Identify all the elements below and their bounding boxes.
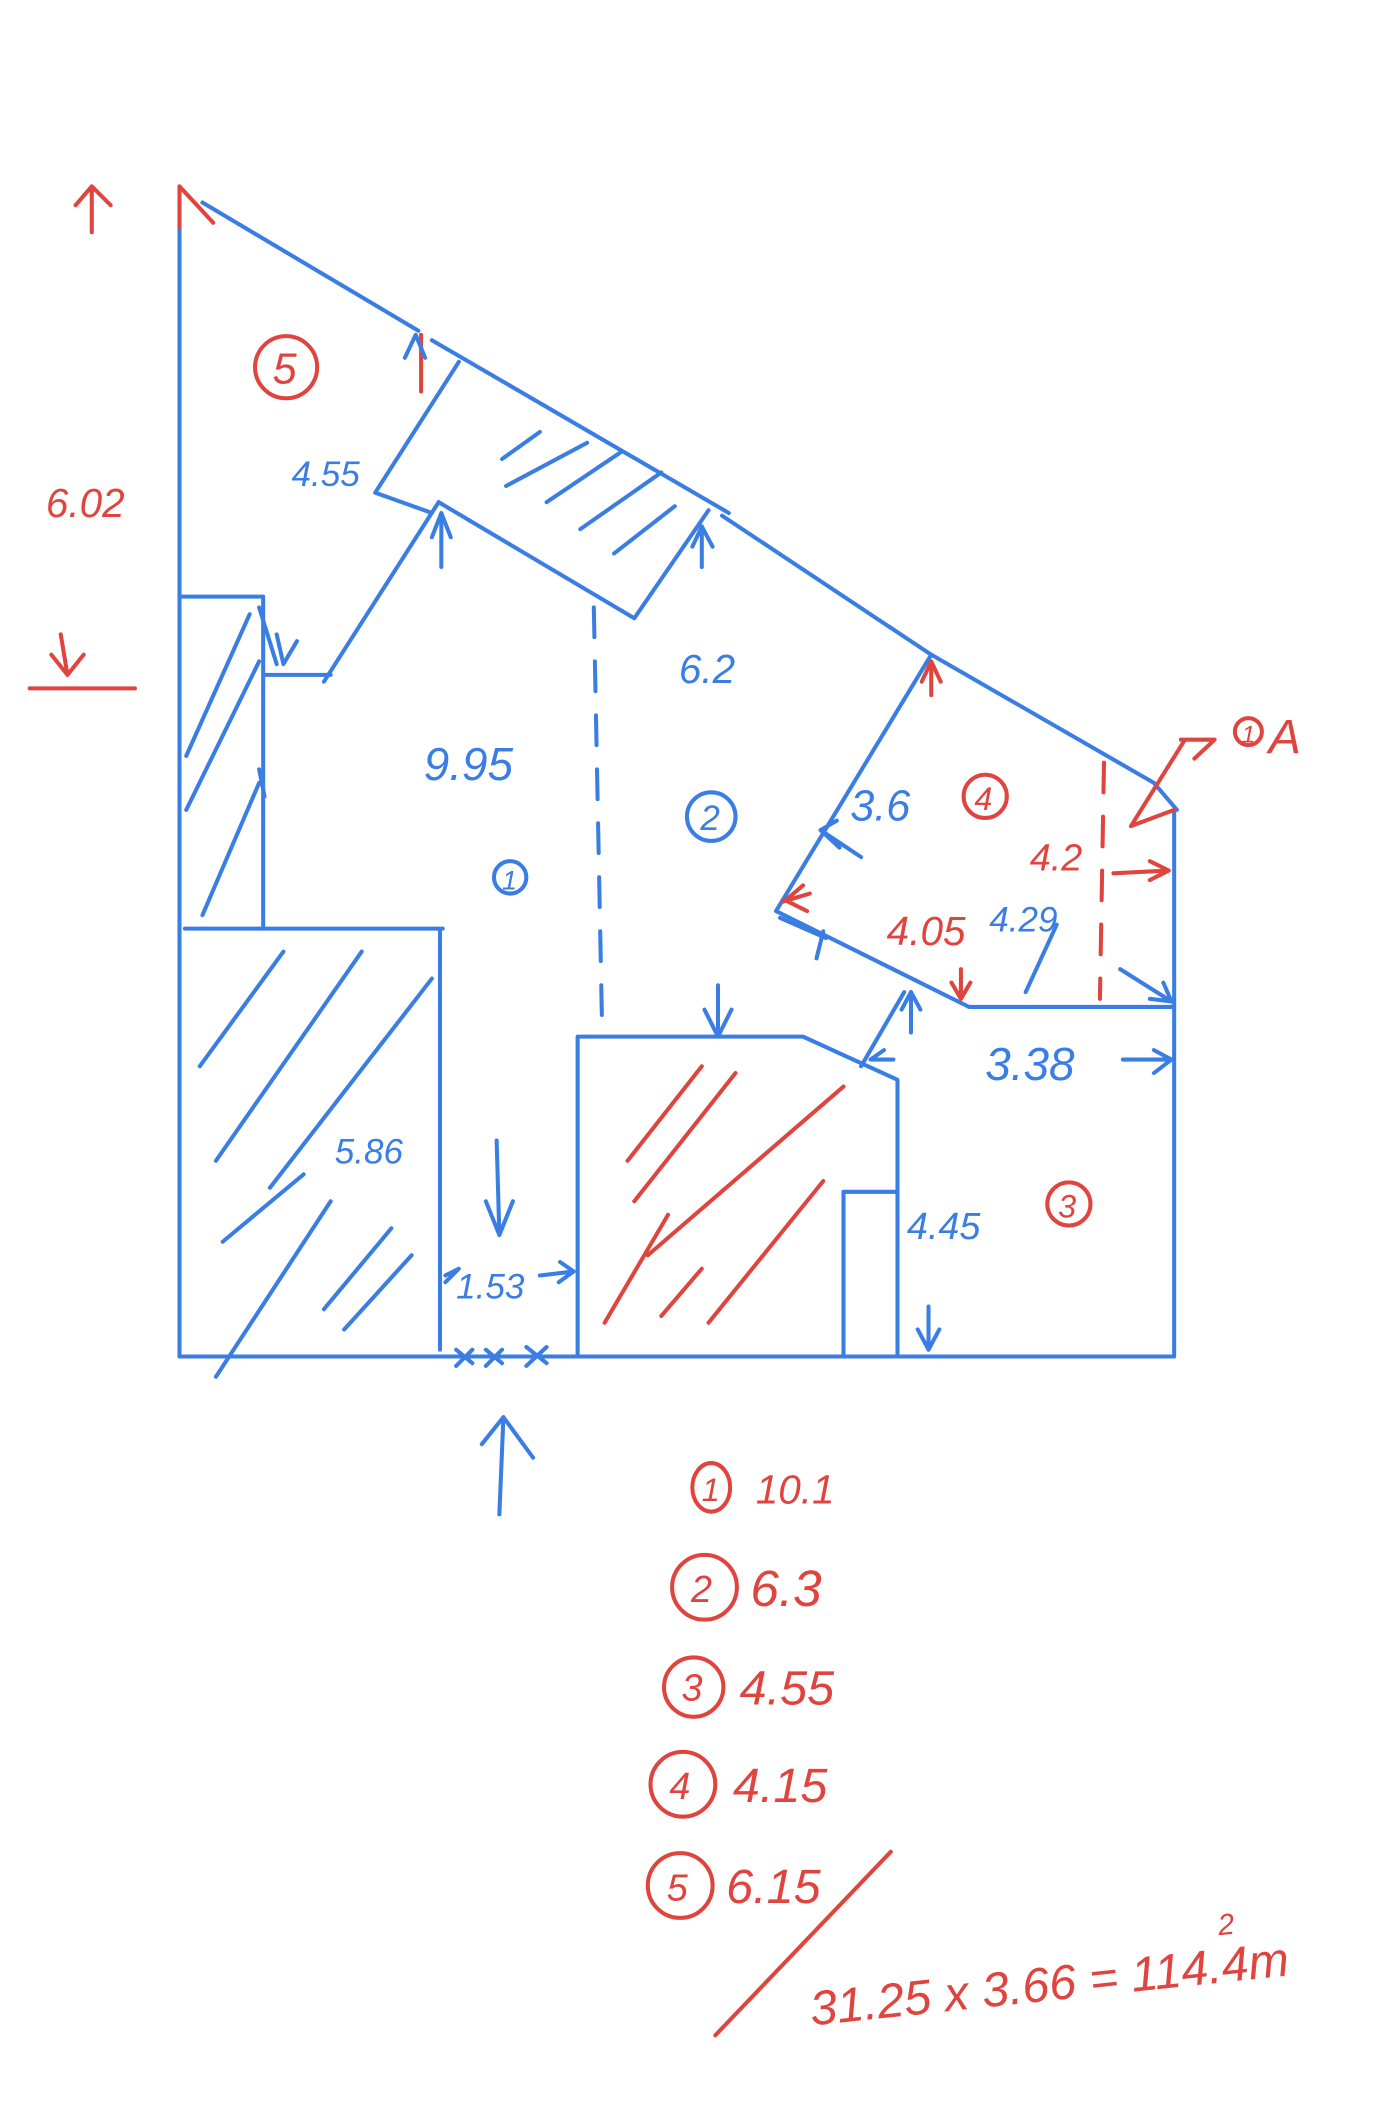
walls [177,200,1179,1359]
total-area: 31.25 x 3.66 = 114.4m 2 [807,1908,1291,2037]
svg-text:4.15: 4.15 [733,1759,829,1813]
dim-height-left: 6.02 [46,480,125,526]
dim-room4-bottom-red: 4.05 [887,908,966,954]
room-marker-1: 1 [491,859,529,896]
svg-text:10.1: 10.1 [756,1467,835,1513]
dimension-arrows [27,184,1217,1368]
dim-entrance: 1.53 [456,1267,525,1306]
svg-text:4.55: 4.55 [740,1662,836,1716]
svg-text:1: 1 [1242,721,1256,748]
svg-text:3: 3 [682,1668,703,1710]
room-marker-2: 2 [684,790,738,843]
dim-room3-depth: 4.45 [907,1206,981,1248]
hatching [184,612,846,1379]
room-marker-5: 5 [253,334,320,401]
dim-room2: 6.2 [679,646,735,692]
svg-text:2: 2 [699,799,720,838]
svg-text:1: 1 [502,865,517,895]
svg-text:3: 3 [1058,1188,1076,1224]
room-marker-3: 3 [1045,1180,1093,1228]
svg-text:4: 4 [669,1766,690,1808]
room-marker-4: 4 [961,772,1009,820]
dim-room1: 9.95 [424,738,514,790]
total-superscript: 2 [1215,1908,1236,1943]
entrance-arrow [479,1415,536,1517]
svg-text:1: 1 [702,1472,720,1508]
exit-label: 1 A [1232,710,1301,764]
dim-closet: 5.86 [335,1132,404,1171]
dim-room3-width: 3.38 [985,1038,1075,1090]
svg-text:6.3: 6.3 [750,1560,822,1617]
svg-text:6.15: 6.15 [726,1860,822,1914]
svg-text:2: 2 [690,1569,712,1611]
stair-hatched [373,359,711,621]
dim-stair-width: 4.55 [292,455,361,494]
svg-text:5: 5 [667,1867,689,1909]
dim-room4-width: 4.2 [1030,838,1083,880]
exit-letter: A [1266,710,1301,764]
svg-text:4: 4 [974,781,992,817]
dim-room4-side: 3.6 [850,783,911,831]
divider-slash [713,1849,893,2038]
total-formula: 31.25 x 3.66 = 114.4m [807,1932,1291,2036]
svg-text:5: 5 [273,345,298,393]
dim-room4-bottom-blue: 4.29 [989,900,1057,939]
